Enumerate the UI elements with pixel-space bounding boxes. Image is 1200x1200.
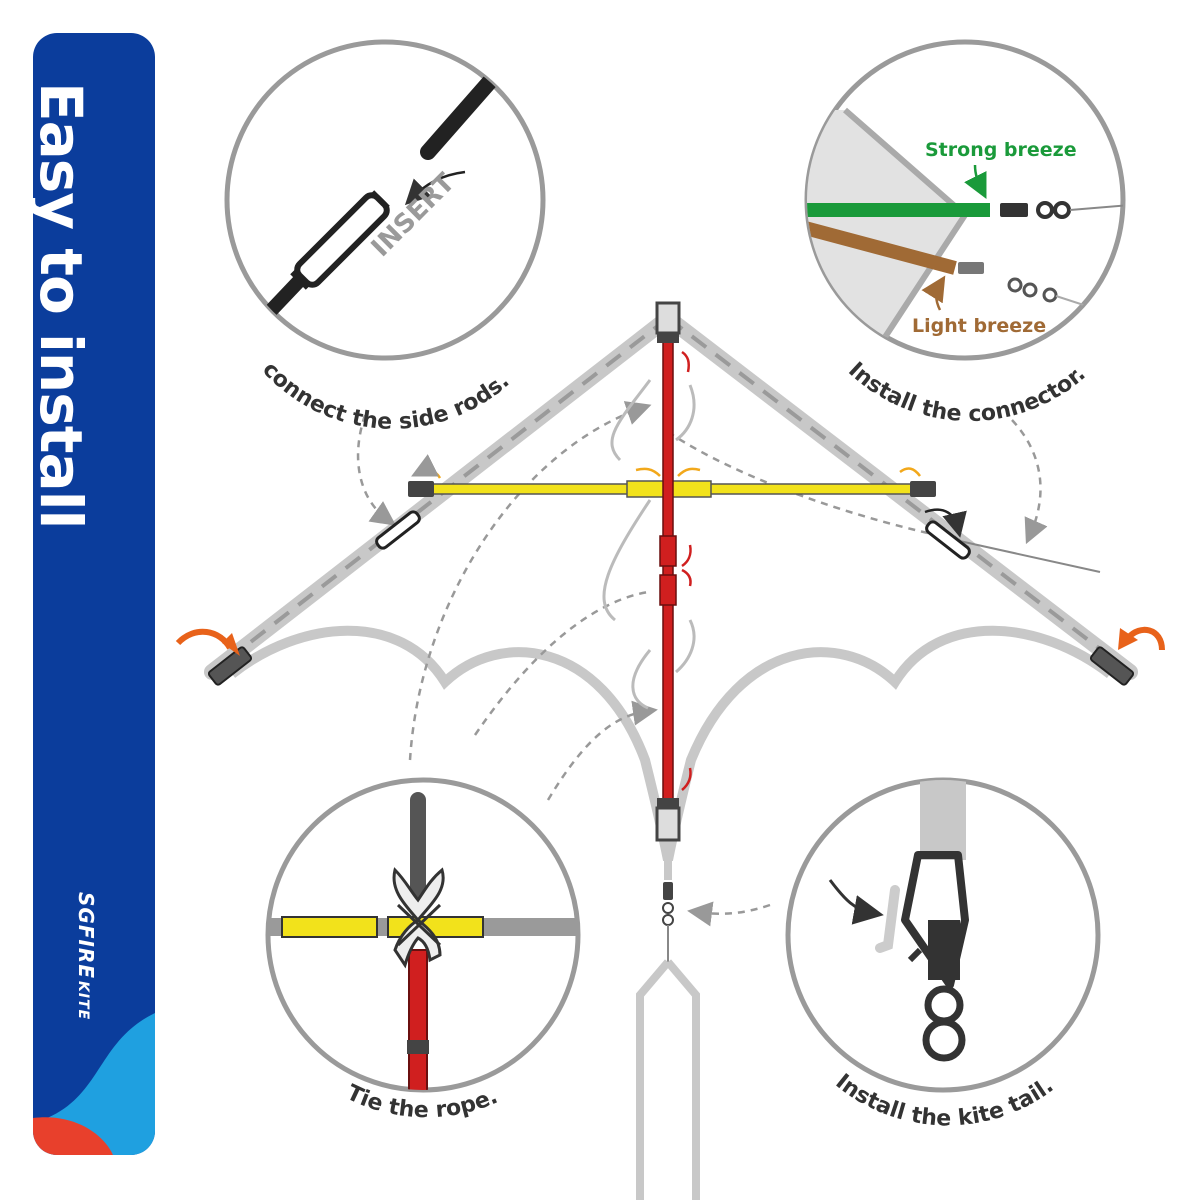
strong-breeze-label: Strong breeze — [925, 139, 1077, 161]
bottom-cap — [655, 806, 681, 842]
step-tail — [785, 777, 1101, 1093]
step-connector: Strong breeze Light breeze — [804, 39, 1126, 361]
light-breeze-label: Light breeze — [912, 315, 1046, 337]
right-rod-dashes — [666, 316, 1132, 674]
left-rod-dashes — [210, 316, 670, 674]
rod-sleeves — [207, 510, 1135, 686]
guide-arrows — [356, 401, 1048, 927]
sidebar-banner — [33, 33, 155, 1155]
small-arrows — [411, 350, 967, 791]
kite-frame — [204, 310, 1138, 880]
step-side-rods: INSERT — [224, 39, 546, 361]
top-cap — [655, 301, 681, 335]
orange-curve-arrows — [175, 626, 1165, 656]
caption-connector: Install the connector. — [843, 358, 1090, 427]
sidebar-wave-red — [33, 1117, 113, 1155]
caption-side-rods: connect the side rods. — [257, 357, 514, 435]
sidebar-background — [33, 33, 155, 1155]
spine-rod — [655, 301, 681, 842]
bridle-line — [602, 379, 1101, 710]
step-rope — [265, 777, 581, 1093]
tail-assembly — [636, 882, 700, 1200]
